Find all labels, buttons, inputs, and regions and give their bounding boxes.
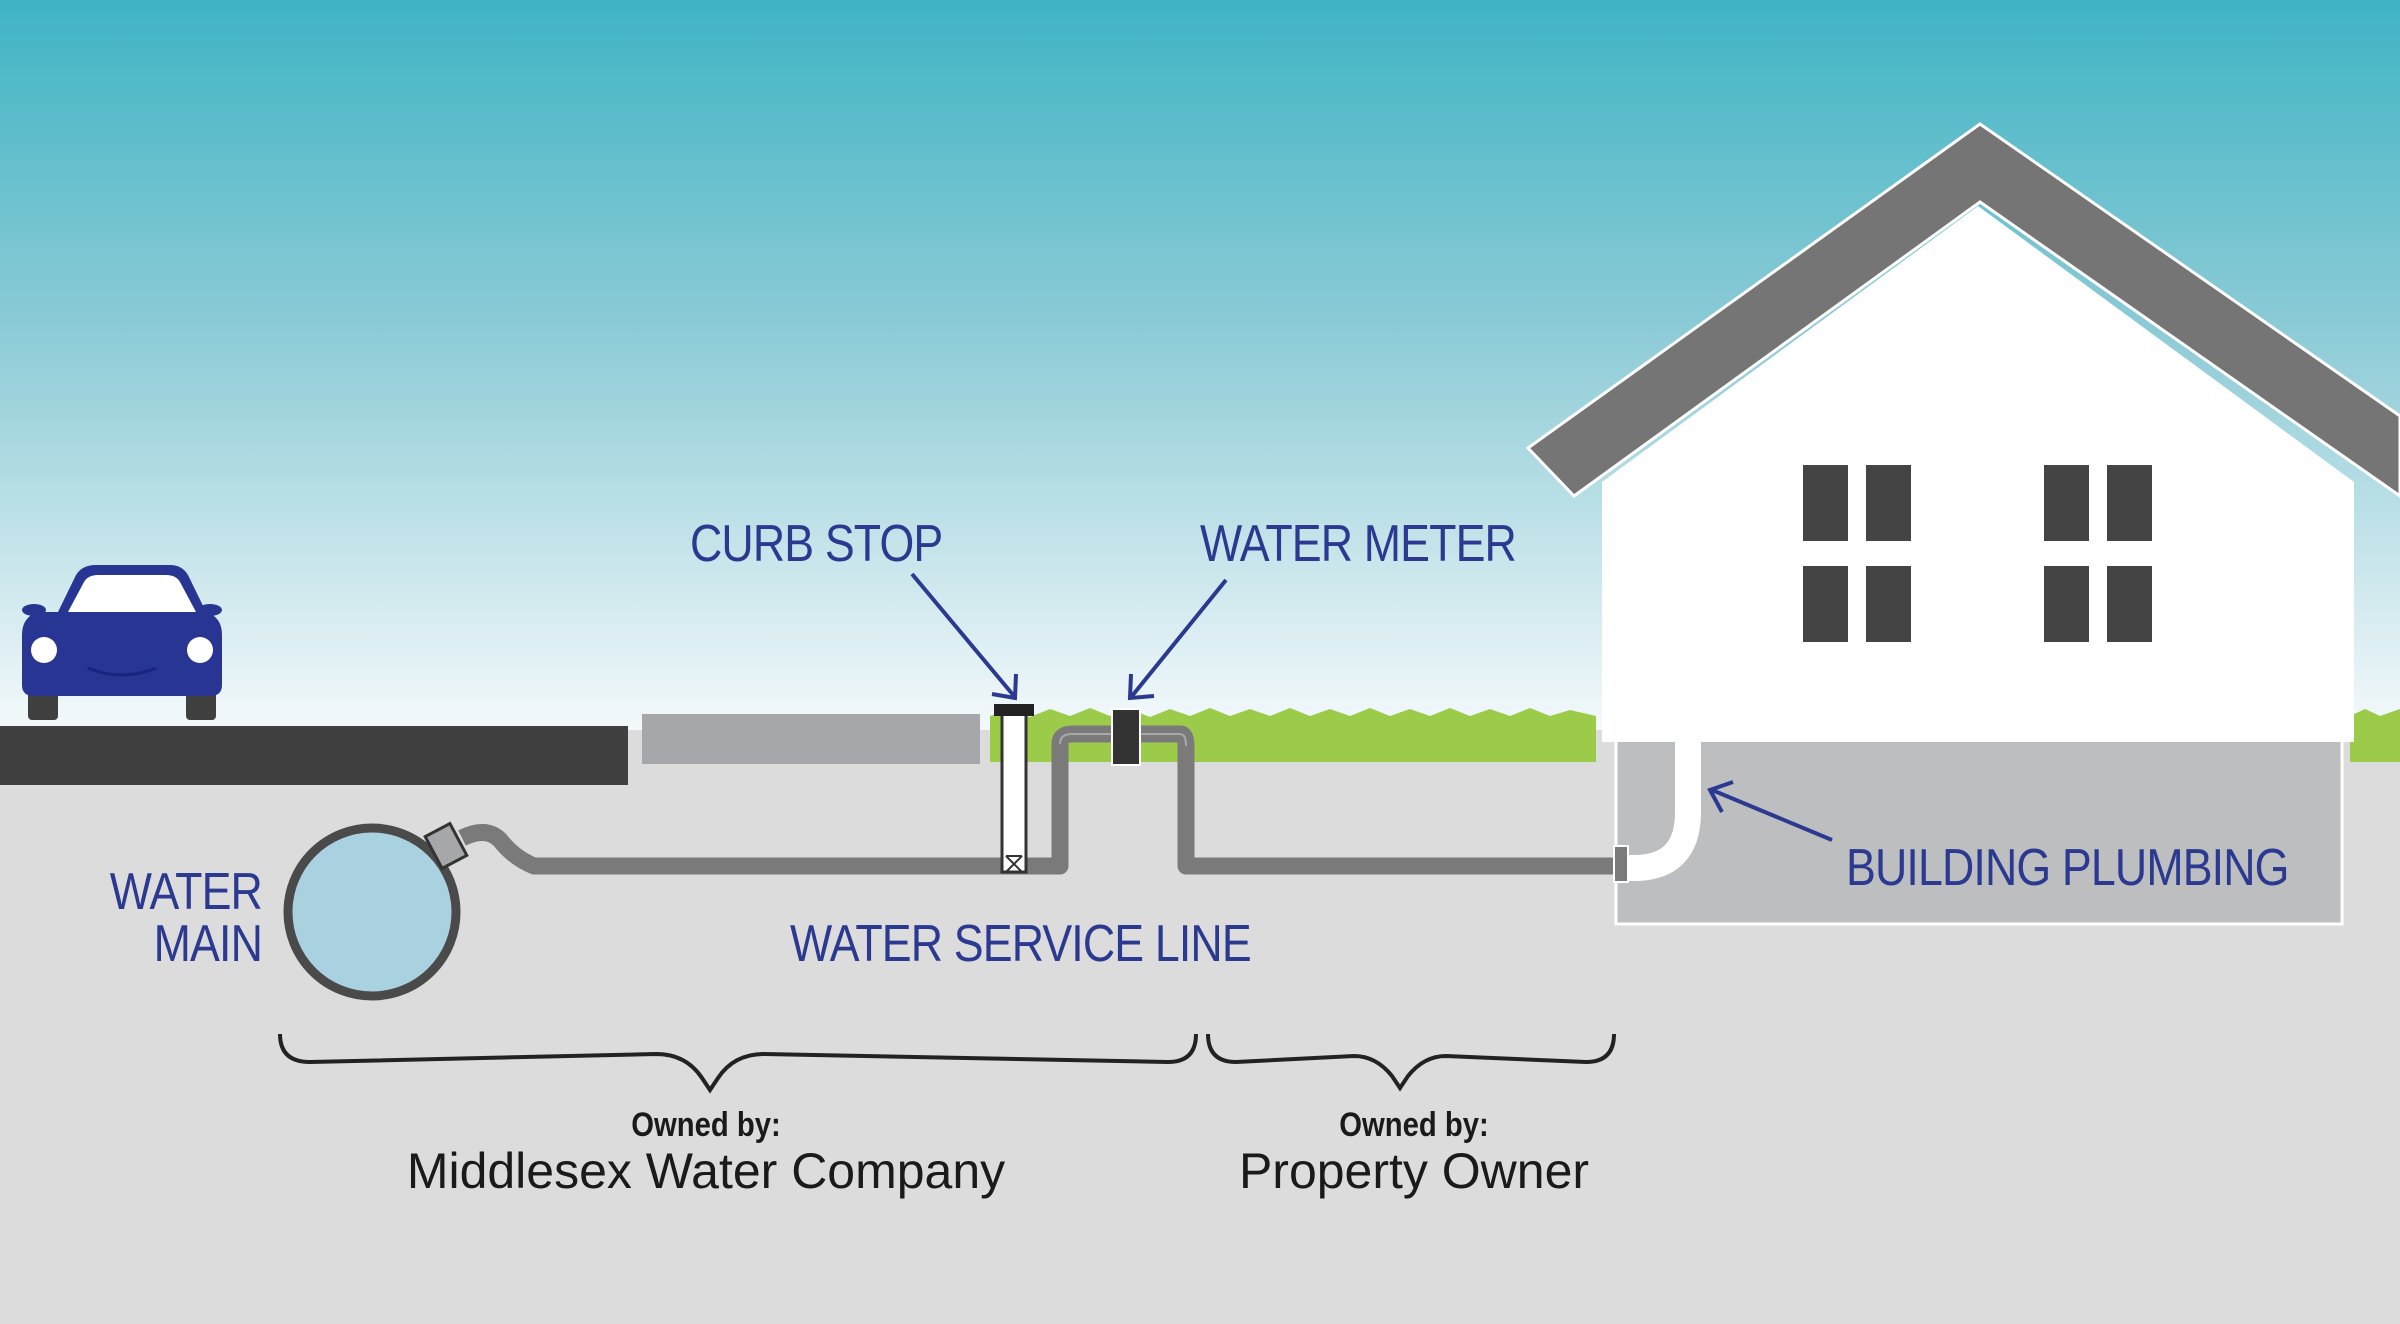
building-plumbing-pipe [1626,742,1701,881]
water-meter-label: WATER METER [1200,515,1517,573]
owner-middlesex: Middlesex Water Company [406,1143,1006,1199]
owned-by-caption-property: Owned by: [1339,1106,1489,1144]
water-main-label-line2: MAIN [153,915,263,973]
road [0,726,628,785]
building-plumbing-arrow [1707,780,1833,842]
owned-by-caption-middlesex: Owned by: [631,1106,781,1144]
curb-stop-label: CURB STOP [690,515,943,573]
house [1525,122,2400,926]
water-service-pipe-outline [1059,733,1187,747]
water-meter-arrow [1127,578,1228,701]
car-icon [22,565,222,720]
brace-middlesex [278,1033,1198,1094]
sidewalk [642,714,980,764]
brace-property-owner [1206,1033,1616,1092]
building-plumbing-label: BUILDING PLUMBING [1846,839,2289,897]
owner-property: Property Owner [1238,1143,1590,1199]
window-right [2044,465,2152,642]
service-line-house-fitting [1613,845,1629,883]
basement [1614,738,2344,926]
water-main-icon [283,821,469,1001]
curb-stop-arrow [910,572,1018,701]
window-left [1803,465,1911,642]
water-service-line-label: WATER SERVICE LINE [790,915,1252,973]
grass-left [990,708,1596,762]
house-wall [1602,206,2354,742]
water-service-pipe [458,725,1616,875]
grass-right [2350,709,2400,762]
water-meter-icon [1111,708,1141,766]
house-roof [1525,122,2400,498]
water-main-label-line1: WATER [109,863,263,921]
curb-stop-icon [994,704,1034,874]
